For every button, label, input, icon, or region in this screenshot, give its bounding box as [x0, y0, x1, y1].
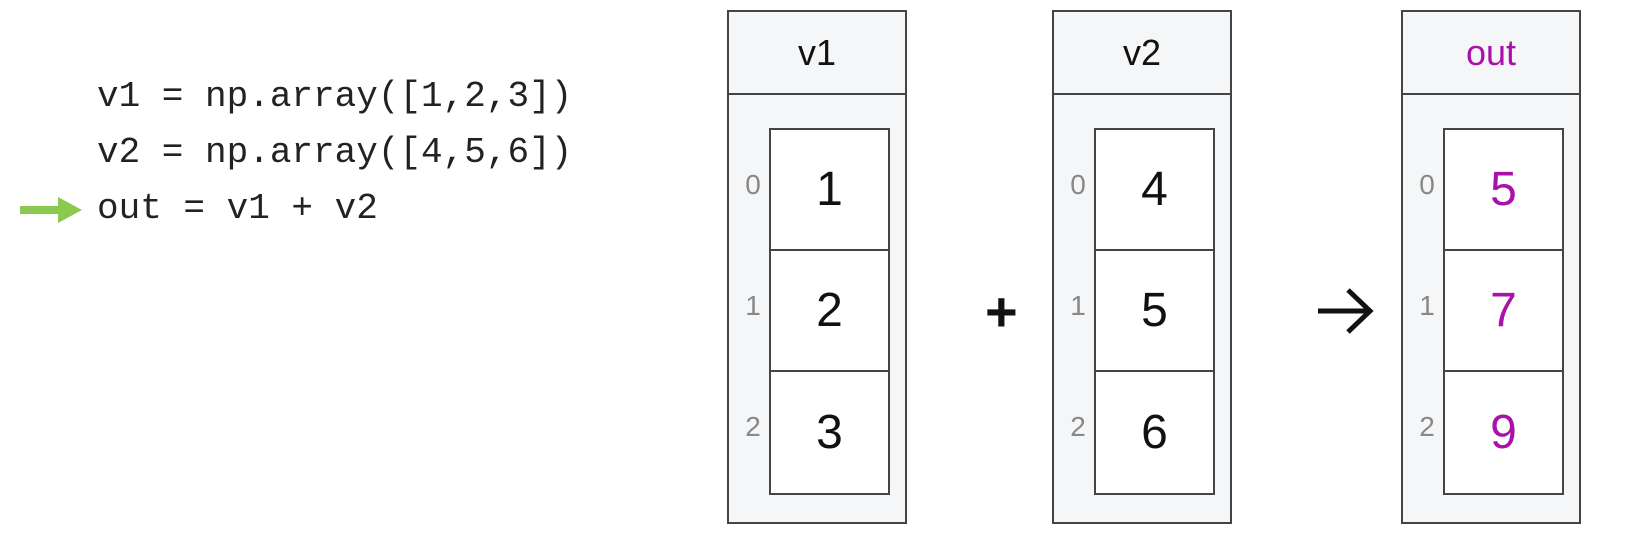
array-v1-index-2: 2 — [745, 411, 761, 442]
current-line-arrow-icon — [20, 197, 82, 223]
array-out-cell-1: 7 — [1445, 251, 1562, 372]
array-v2-index-2: 2 — [1070, 411, 1086, 442]
code-line-v1: v1 = np.array([1,2,3]) — [97, 76, 573, 117]
right-arrow-icon — [1318, 288, 1374, 334]
array-out-cell-0: 5 — [1445, 130, 1562, 251]
array-v1-cell-0: 1 — [771, 130, 888, 251]
array-v1-name: v1 — [729, 12, 905, 95]
plus-operator: + — [985, 280, 1018, 343]
array-v1-cell-2: 3 — [816, 406, 843, 459]
array-out-name: out — [1403, 12, 1579, 95]
array-v2-cell-1: 5 — [1096, 251, 1213, 372]
code-panel: v1 = np.array([1,2,3]) v2 = np.array([4,… — [0, 0, 700, 534]
array-v2-index-0: 0 — [1070, 169, 1086, 200]
array-v2-index-1: 1 — [1070, 290, 1086, 321]
array-v2-cells: 4 5 6 — [1094, 128, 1215, 495]
array-v2-cell-0: 4 — [1096, 130, 1213, 251]
array-out-cell-2: 9 — [1490, 406, 1517, 459]
array-v1: v1 0 1 2 1 2 3 — [727, 10, 907, 524]
array-out-index-1: 1 — [1419, 290, 1435, 321]
array-v1-cell-1: 2 — [771, 251, 888, 372]
array-v1-index-1: 1 — [745, 290, 761, 321]
array-out-index-0: 0 — [1419, 169, 1435, 200]
array-v2: v2 0 1 2 4 5 6 — [1052, 10, 1232, 524]
array-out-cells: 5 7 9 — [1443, 128, 1564, 495]
array-out: out 0 1 2 5 7 9 — [1401, 10, 1581, 524]
array-v2-cell-2: 6 — [1141, 406, 1168, 459]
array-v2-name: v2 — [1054, 12, 1230, 95]
code-line-v2: v2 = np.array([4,5,6]) — [97, 132, 573, 173]
code-line-out: out = v1 + v2 — [97, 188, 378, 229]
array-out-index-2: 2 — [1419, 411, 1435, 442]
array-v1-cells: 1 2 3 — [769, 128, 890, 495]
array-v1-index-0: 0 — [745, 169, 761, 200]
